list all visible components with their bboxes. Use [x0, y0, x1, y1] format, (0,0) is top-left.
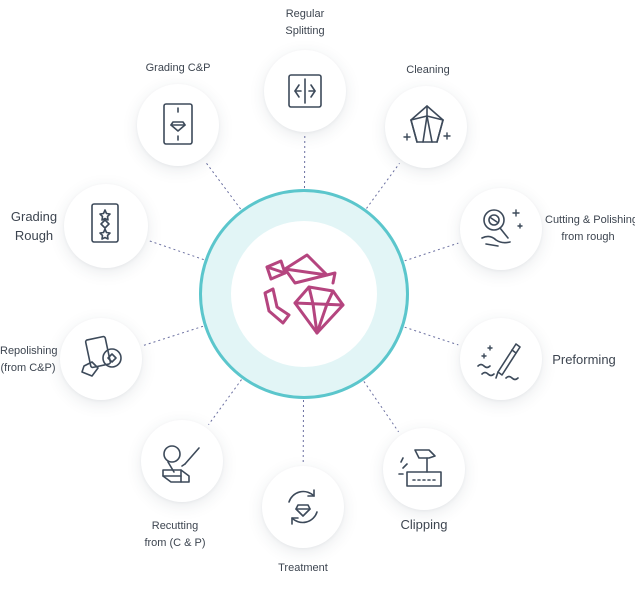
node-repolishing[interactable]: [60, 318, 142, 400]
connector-line: [208, 379, 242, 425]
cycle-diamond-icon: [288, 489, 318, 525]
node-grading-rough[interactable]: [64, 184, 148, 268]
node-preforming[interactable]: [460, 318, 542, 400]
connector-line: [366, 163, 400, 209]
card-diamond-icon: [163, 103, 193, 145]
connector-line: [149, 240, 204, 261]
node-cutting-polishing[interactable]: [460, 188, 542, 270]
label-cleaning: Cleaning: [406, 64, 450, 76]
label-grading-cp: Grading C&P: [145, 62, 211, 74]
connector-line: [404, 242, 459, 262]
pen-icon: [477, 343, 521, 381]
node-grading-cp[interactable]: [137, 84, 219, 166]
recut-icon: [162, 445, 200, 483]
repolish-icon: [81, 335, 122, 377]
label-clipping: Clipping: [400, 517, 448, 532]
hammer-icon: [398, 449, 442, 487]
node-recutting[interactable]: [141, 420, 223, 502]
node-treatment[interactable]: [262, 466, 344, 548]
hub-center: [231, 221, 377, 367]
split-icon: [288, 74, 322, 108]
label-treatment: Treatment: [278, 562, 328, 574]
diamond-icon: [403, 105, 451, 143]
connector-line: [363, 381, 400, 433]
connector-line: [204, 160, 242, 210]
node-regular-splitting[interactable]: [264, 50, 346, 132]
label-preforming: Preforming: [552, 352, 616, 367]
gems-icon: [263, 253, 345, 335]
node-cleaning[interactable]: [385, 86, 467, 168]
polishing-wheel-icon: [481, 209, 523, 247]
node-clipping[interactable]: [383, 428, 465, 510]
connector-line: [143, 325, 204, 346]
label-repolishing: Repolishing(from C&P): [0, 345, 58, 374]
card-stars-icon: [91, 203, 119, 243]
connector-line: [404, 326, 459, 346]
